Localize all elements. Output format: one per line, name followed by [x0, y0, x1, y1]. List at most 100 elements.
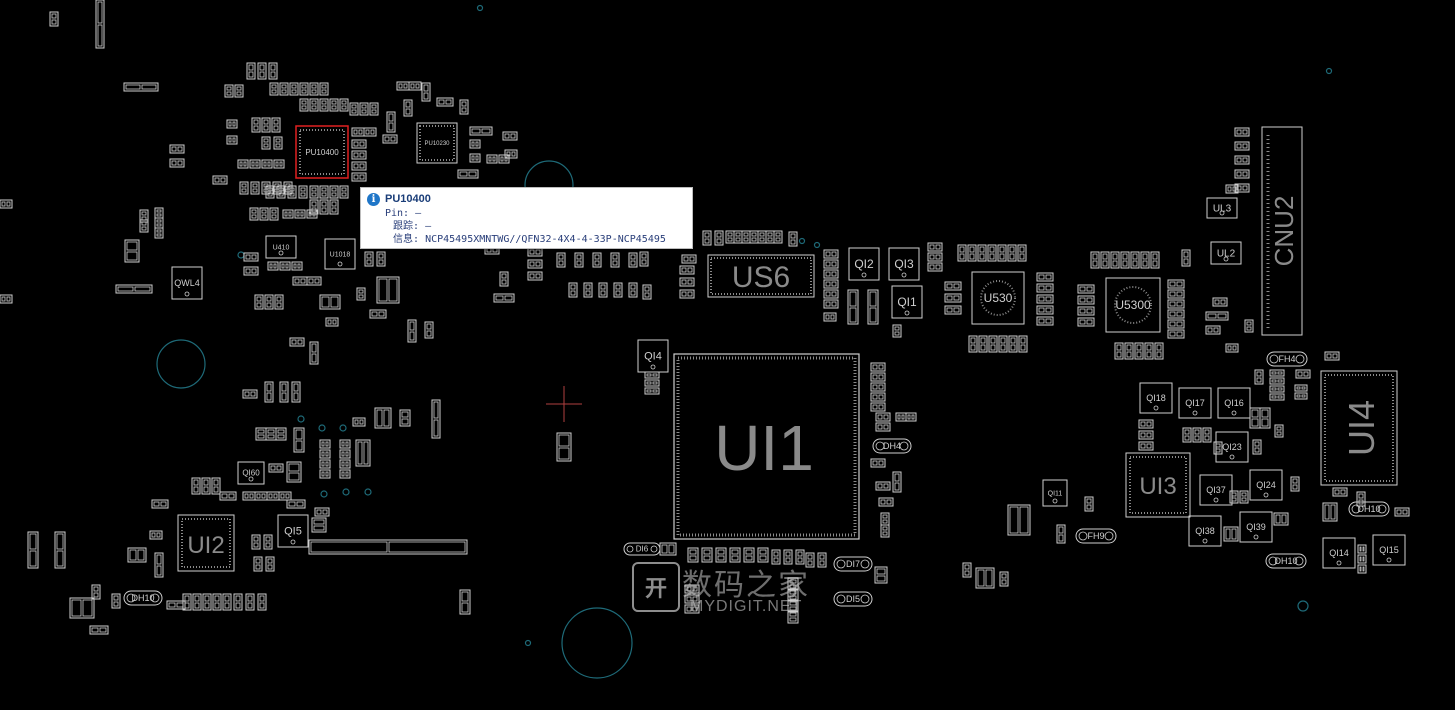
component-qi23[interactable]: QI23: [1215, 431, 1249, 463]
smd-part: [261, 117, 271, 133]
smd-part: [1167, 279, 1185, 289]
smd-part: [504, 149, 518, 159]
watermark: 开 数码之家 MYDIGIT.NET: [632, 560, 832, 615]
component-dh10a[interactable]: DH10: [123, 590, 163, 606]
component-u410[interactable]: U410: [265, 235, 297, 259]
component-qi2[interactable]: QI2: [848, 247, 880, 281]
smd-part: [1225, 343, 1239, 353]
component-fh9[interactable]: FH9: [1075, 528, 1117, 544]
smd-part: [308, 539, 468, 555]
component-qi1[interactable]: QI1: [891, 285, 923, 319]
ic-ui1[interactable]: UI1: [673, 353, 860, 540]
ic-pu10230[interactable]: PU10230: [416, 122, 458, 164]
smd-part: [374, 407, 392, 429]
smd-part: [356, 287, 366, 301]
smd-part: [123, 82, 159, 92]
smd-part: [1150, 251, 1160, 269]
ic-ui4[interactable]: UI4: [1320, 370, 1398, 486]
component-qi60[interactable]: QI60: [237, 461, 265, 485]
smd-part: [282, 209, 294, 219]
component-qi39[interactable]: QI39: [1239, 511, 1273, 543]
smd-part: [359, 102, 369, 116]
smd-part: [978, 335, 988, 353]
component-qwl4[interactable]: QWL4: [171, 266, 203, 300]
ic-us6[interactable]: US6: [707, 254, 815, 298]
smd-part: [1269, 369, 1285, 377]
component-fh4[interactable]: FH4: [1266, 351, 1308, 367]
ic-u5300[interactable]: U5300: [1105, 277, 1161, 333]
smd-part: [124, 239, 140, 263]
smd-part: [226, 135, 238, 145]
smd-part: [1394, 507, 1410, 517]
smd-part: [268, 463, 284, 473]
component-di7[interactable]: DI7: [833, 556, 873, 572]
smd-part: [823, 269, 839, 279]
qi11-label: QI11: [1048, 490, 1063, 497]
component-di5[interactable]: DI5: [833, 591, 873, 607]
smd-part: [253, 556, 263, 572]
smd-part: [1259, 407, 1271, 429]
smd-part: [286, 461, 302, 483]
smd-part: [274, 294, 284, 310]
smd-part: [875, 481, 891, 491]
connector-cnu2[interactable]: CNU2: [1261, 126, 1303, 336]
component-u1018[interactable]: U1018: [324, 238, 356, 270]
smd-part: [319, 469, 331, 479]
component-ul2[interactable]: UL2: [1210, 241, 1242, 265]
component-qi5[interactable]: QI5: [277, 514, 309, 548]
smd-part: [493, 293, 515, 303]
smd-part: [1274, 424, 1284, 438]
smd-part: [459, 99, 469, 115]
smd-part: [224, 84, 234, 98]
component-di6[interactable]: DI6: [623, 542, 661, 556]
smd-part: [234, 84, 244, 98]
smd-part: [714, 230, 724, 246]
smd-part: [267, 261, 279, 271]
smd-part: [527, 271, 543, 281]
qi17-label: QI17: [1185, 398, 1205, 408]
component-qi17[interactable]: QI17: [1178, 387, 1212, 419]
component-qi11[interactable]: QI11: [1042, 479, 1068, 507]
ic-pu10400[interactable]: PU10400: [295, 125, 349, 179]
smd-part: [880, 524, 890, 538]
smd-part: [246, 62, 256, 80]
qi5-label: QI5: [284, 526, 302, 538]
smd-part: [319, 185, 329, 199]
component-dh4[interactable]: DH4: [872, 438, 912, 454]
smd-part: [1322, 502, 1338, 522]
component-qi24[interactable]: QI24: [1249, 469, 1283, 501]
component-dh10b[interactable]: DH10: [1265, 553, 1307, 569]
component-qi16[interactable]: QI16: [1217, 387, 1251, 419]
component-dh10c[interactable]: DH10: [1348, 501, 1390, 517]
component-ul3[interactable]: UL3: [1206, 197, 1238, 219]
component-qi3[interactable]: QI3: [888, 247, 920, 281]
component-tooltip: i PU10400 Pin: – 跟踪: – 信息: NCP45495XMNTW…: [360, 187, 693, 249]
smd-part: [1167, 319, 1185, 329]
smd-part: [702, 230, 712, 246]
smd-part: [1017, 244, 1027, 262]
smd-part: [1036, 305, 1054, 315]
component-qi37[interactable]: QI37: [1199, 474, 1233, 506]
component-qi18[interactable]: QI18: [1139, 382, 1173, 414]
smd-part: [1008, 335, 1018, 353]
component-qi15[interactable]: QI15: [1372, 534, 1406, 566]
smd-part: [574, 252, 584, 268]
ic-ui2[interactable]: UI2: [177, 514, 235, 572]
smd-part: [610, 252, 620, 268]
component-qi38[interactable]: QI38: [1188, 515, 1222, 547]
smd-part: [319, 199, 329, 215]
smd-part: [89, 625, 109, 635]
smd-part: [351, 161, 367, 171]
dh10c-label: DH10: [1357, 504, 1380, 514]
component-qi4[interactable]: QI4: [637, 339, 669, 373]
smd-part: [874, 566, 888, 584]
smd-part: [1294, 392, 1308, 400]
tooltip-pin-row: Pin: –: [367, 207, 686, 220]
smd-part: [339, 439, 351, 449]
ic-ui3[interactable]: UI3: [1125, 452, 1191, 518]
smd-part: [598, 282, 608, 298]
ic-u530[interactable]: U530: [971, 271, 1025, 325]
component-qi14[interactable]: QI14: [1322, 537, 1356, 569]
smd-part: [1167, 329, 1185, 339]
